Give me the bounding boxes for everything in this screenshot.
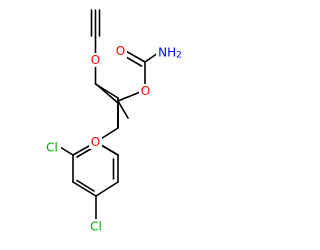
cl-ortho-bg <box>43 140 61 155</box>
ring-bond-2 <box>95 181 119 197</box>
bonds <box>59 9 159 223</box>
structure-diagram: O O O NH2 O Cl Cl <box>43 9 184 234</box>
ring-double-2 <box>76 179 95 192</box>
o-carbonyl-label: O <box>116 44 125 58</box>
cl-ortho-label: Cl <box>46 141 58 155</box>
o-ester-bg <box>139 84 152 98</box>
nh2-bg <box>156 45 184 60</box>
bond-backbone-a <box>117 100 129 119</box>
o-ester-label: O <box>141 84 150 98</box>
bond-c-n <box>144 52 159 63</box>
o-aryl-bg <box>89 135 102 149</box>
cl-para-label: Cl <box>90 220 102 234</box>
bond-backbone-b <box>95 83 119 104</box>
cl-para-bg <box>87 219 105 234</box>
bond-c-ocarb-1 <box>123 49 146 63</box>
o-ether-top-bg <box>89 53 102 67</box>
atom-labels: O O O NH2 O Cl Cl <box>43 44 184 234</box>
o-ether-top-label: O <box>91 53 100 67</box>
nh2-label: NH2 <box>158 46 182 61</box>
o-aryl-label: O <box>91 135 100 149</box>
ring-bond-3 <box>72 181 97 197</box>
bond-ring-cl-ortho <box>59 146 74 156</box>
o-carbonyl-bg <box>114 44 127 58</box>
